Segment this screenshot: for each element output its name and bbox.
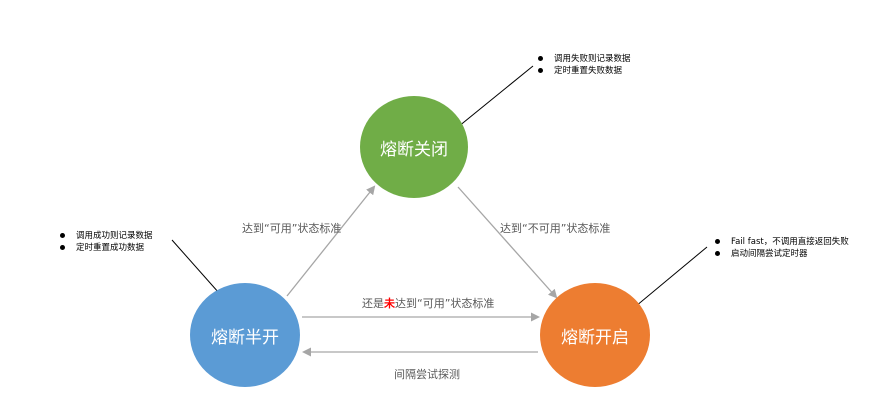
callout-line-open bbox=[629, 246, 708, 312]
edge-label-closed-to-open: 达到“不可用”状态标准 bbox=[500, 222, 611, 235]
note-half-open: 调用成功则记录数据 定时重置成功数据 bbox=[58, 230, 153, 254]
state-open-node: 熔断开启 bbox=[540, 283, 650, 387]
state-half-open-node: 熔断半开 bbox=[190, 283, 300, 387]
note-open: Fail fast，不调用直接返回失败 启动间隔尝试定时器 bbox=[713, 236, 849, 260]
arrow-closed-to-open bbox=[457, 186, 558, 299]
note-closed-item: 调用失败则记录数据 bbox=[536, 53, 631, 65]
edge-label-prefix: 还是 bbox=[362, 297, 384, 310]
arrow-half-to-closed bbox=[286, 185, 376, 297]
edge-label-half-to-closed: 达到“可用”状态标准 bbox=[242, 222, 342, 235]
edge-label-highlight: 未 bbox=[384, 297, 395, 310]
state-closed-node: 熔断关闭 bbox=[360, 96, 468, 198]
state-open-label: 熔断开启 bbox=[561, 327, 629, 348]
callout-line-closed bbox=[452, 65, 534, 132]
note-closed-item: 定时重置失败数据 bbox=[536, 65, 631, 77]
edge-label-half-to-open: 还是未达到“可用”状态标准 bbox=[362, 295, 494, 311]
note-closed: 调用失败则记录数据 定时重置失败数据 bbox=[536, 53, 631, 77]
note-open-item: 启动间隔尝试定时器 bbox=[713, 248, 849, 260]
note-half-open-item: 调用成功则记录数据 bbox=[58, 230, 153, 242]
edge-label-suffix: 达到“可用”状态标准 bbox=[395, 297, 495, 310]
state-half-open-label: 熔断半开 bbox=[211, 327, 279, 348]
state-closed-label: 熔断关闭 bbox=[380, 139, 448, 160]
note-half-open-item: 定时重置成功数据 bbox=[58, 242, 153, 254]
note-open-item: Fail fast，不调用直接返回失败 bbox=[713, 236, 849, 248]
edge-label-open-to-half: 间隔尝试探测 bbox=[394, 368, 460, 381]
